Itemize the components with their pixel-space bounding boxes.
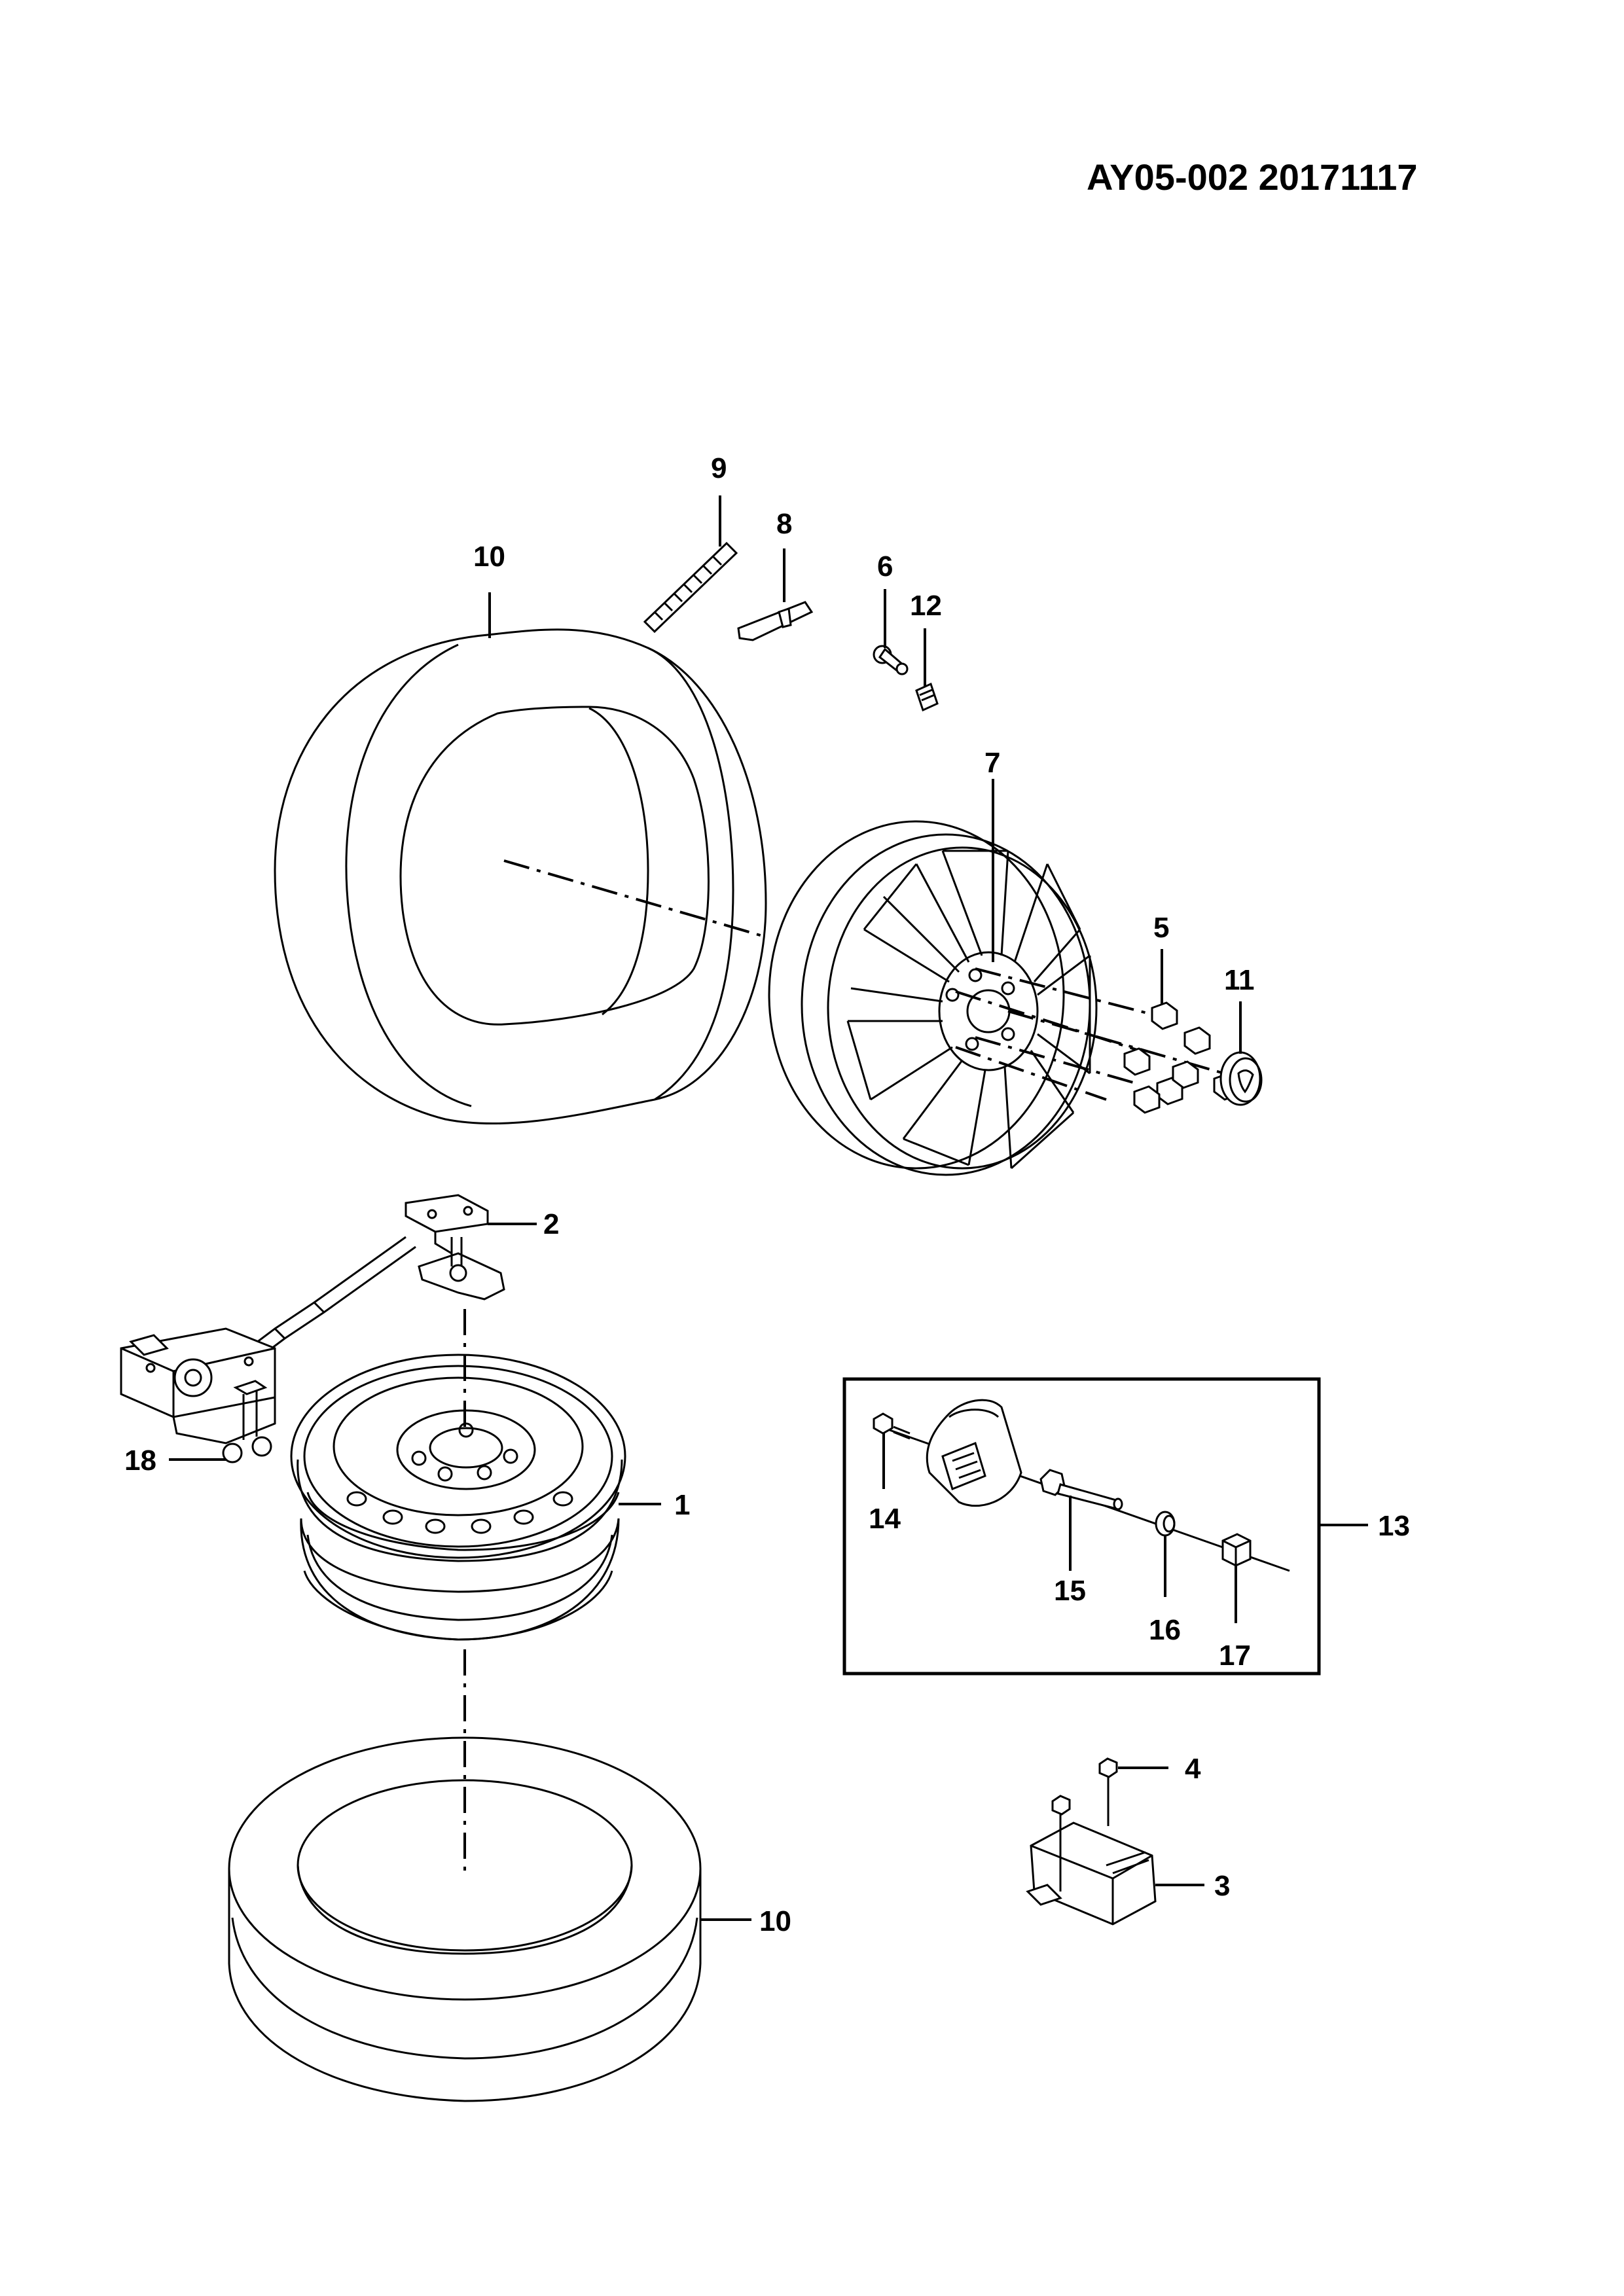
tpms-group-box — [842, 1377, 1321, 1676]
callout-10-upper: 10 — [473, 541, 505, 573]
tpms-valve-nut — [1221, 1533, 1252, 1567]
spare-wheel-bracket — [405, 1194, 505, 1300]
callout-2: 2 — [543, 1208, 559, 1240]
callout-18: 18 — [124, 1444, 156, 1477]
balance-weight-strip — [643, 541, 738, 634]
callout-8: 8 — [776, 508, 792, 540]
document-code: AY05-002 20171117 — [1087, 156, 1418, 198]
axis-upper-tire — [503, 859, 763, 937]
callout-15: 15 — [1054, 1575, 1086, 1607]
tpms-receiver-module — [1026, 1795, 1157, 1926]
jack-tie-rod — [248, 1236, 416, 1359]
callout-17: 17 — [1219, 1640, 1251, 1672]
axis-nut-3 — [975, 1036, 1136, 1085]
tire-lower — [228, 1736, 702, 2102]
hub-cap — [1219, 1051, 1263, 1106]
callout-4: 4 — [1185, 1753, 1201, 1785]
tire-upper — [274, 628, 767, 1125]
tpms-valve-stem — [1039, 1469, 1123, 1511]
valve-cap — [915, 682, 939, 712]
callout-3: 3 — [1214, 1870, 1230, 1902]
steel-spare-wheel — [290, 1354, 626, 1641]
callout-11: 11 — [1224, 964, 1255, 996]
callout-16: 16 — [1149, 1614, 1181, 1646]
wheel-nuts — [1123, 1001, 1240, 1114]
callout-1: 1 — [674, 1489, 690, 1521]
callout-10-lower: 10 — [759, 1905, 791, 1937]
alloy-wheel — [768, 820, 1098, 1176]
leader-lines — [169, 495, 1368, 1921]
callout-14: 14 — [869, 1503, 901, 1535]
tpms-module-nut — [1098, 1757, 1118, 1826]
axis-nut-1 — [975, 967, 1166, 1019]
callout-6: 6 — [877, 550, 893, 583]
callout-13: 13 — [1378, 1510, 1410, 1542]
tpms-sensor — [926, 1399, 1022, 1507]
tire-valve — [873, 645, 909, 675]
tpms-screw — [873, 1412, 911, 1440]
callout-12: 12 — [910, 590, 942, 622]
clip-on-balance-weight — [737, 601, 814, 641]
callout-9: 9 — [711, 452, 727, 484]
callout-7: 7 — [984, 747, 1000, 779]
tpms-grommet — [1155, 1511, 1176, 1537]
spare-wheel-carrier — [120, 1327, 276, 1463]
callout-5: 5 — [1153, 912, 1169, 944]
